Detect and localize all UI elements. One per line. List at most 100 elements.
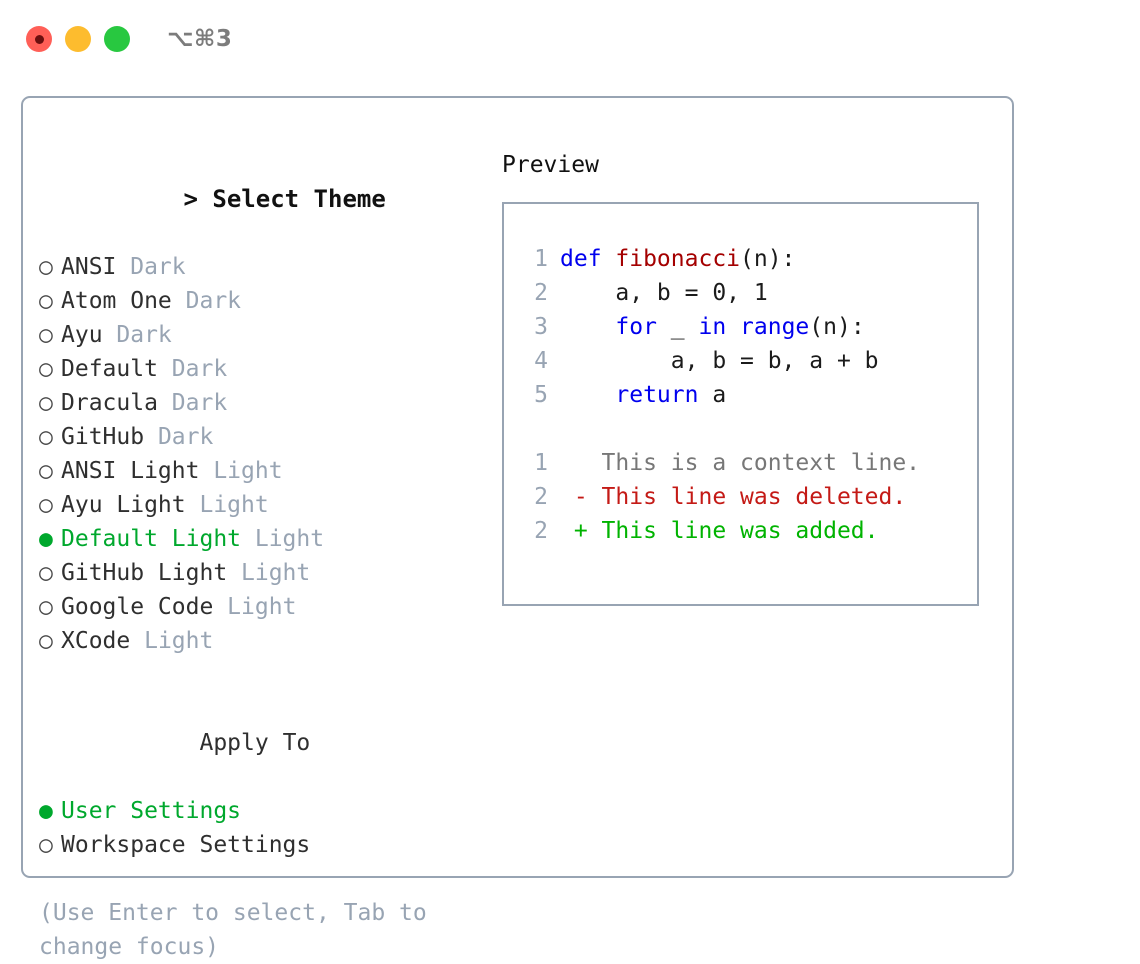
theme-name: Dracula (61, 390, 158, 416)
line-number: 5 (534, 382, 548, 408)
theme-name: Ayu (61, 322, 103, 348)
window-controls (26, 26, 130, 52)
apply-to-indent (177, 726, 199, 760)
theme-variant-tag: Dark (171, 288, 242, 314)
theme-list-item[interactable]: ○ Dracula Dark (39, 386, 499, 420)
theme-variant-tag: Dark (116, 254, 186, 280)
line-number: 2 (534, 484, 548, 510)
apply-to-option-label: Workspace Settings (61, 832, 311, 858)
close-button[interactable] (26, 26, 52, 52)
radio-unselected-icon: ○ (39, 492, 53, 518)
radio-unselected-icon: ○ (39, 628, 53, 654)
theme-name: GitHub Light (61, 560, 228, 586)
hint-spacer (39, 862, 499, 896)
code-token: (n): (740, 246, 796, 272)
code-line: 1 def fibonacci(n): (522, 242, 977, 276)
apply-to-label: Apply To (199, 730, 311, 756)
list-spacer (39, 658, 499, 692)
line-number: 3 (534, 314, 548, 340)
preview-gap (522, 412, 977, 446)
theme-variant-tag: Light (185, 492, 269, 518)
theme-list-item[interactable]: ○XCode Light (39, 624, 499, 658)
main-panel: > Select Theme ○ANSI Dark○Atom One Dark○… (21, 96, 1014, 960)
code-token: a, b = b, a + b (560, 348, 879, 374)
minimize-button[interactable] (65, 26, 91, 52)
theme-list-item[interactable]: ○GitHub Light Light (39, 556, 499, 590)
radio-unselected-icon: ○ (39, 594, 53, 620)
theme-name: Ayu Light (61, 492, 186, 518)
code-token: + This line was added. (560, 518, 879, 544)
code-token: (n): (809, 314, 865, 340)
theme-list-item[interactable]: ○Google Code Light (39, 590, 499, 624)
code-line: 3 for _ in range(n): (522, 310, 977, 344)
line-number: 1 (534, 246, 548, 272)
apply-to-list: ● User Settings ○Workspace Settings (39, 794, 499, 862)
code-line: 5 return a (522, 378, 977, 412)
code-token: for (615, 314, 657, 340)
code-token: return (615, 382, 699, 408)
theme-variant-tag: Light (199, 458, 283, 484)
line-number: 4 (534, 348, 548, 374)
code-token (560, 382, 615, 408)
apply-to-option-label: User Settings (61, 798, 242, 824)
hint-line-1: (Use Enter to select, Tab to (39, 900, 427, 926)
radio-unselected-icon: ○ (39, 288, 53, 314)
theme-list-item[interactable]: ○ Atom One Dark (39, 284, 499, 318)
code-token: a, b = 0, 1 (560, 280, 768, 306)
theme-picker-column: > Select Theme ○ANSI Dark○Atom One Dark○… (39, 148, 499, 964)
theme-name: GitHub (61, 424, 145, 450)
diff-line: 2 + This line was added. (522, 514, 977, 548)
code-token: fibonacci (615, 246, 741, 272)
preview-title: Preview (502, 152, 599, 178)
radio-unselected-icon: ○ (39, 424, 53, 450)
apply-to-option[interactable]: ● User Settings (39, 794, 499, 828)
line-number: 2 (534, 518, 548, 544)
theme-list-item[interactable]: ●Default Light Light (39, 522, 499, 556)
theme-list: ○ANSI Dark○Atom One Dark○Ayu Dark○Defaul… (39, 250, 499, 658)
code-token (560, 314, 615, 340)
code-token: _ (656, 314, 699, 340)
theme-variant-tag: Dark (102, 322, 172, 348)
header-title: Select Theme (212, 185, 386, 213)
radio-unselected-icon: ○ (39, 254, 53, 280)
code-line: 4 a, b = b, a + b (522, 344, 977, 378)
diff-line: 1 This is a context line. (522, 446, 977, 480)
theme-variant-tag: Light (213, 594, 297, 620)
code-token: - This line was deleted. (560, 484, 907, 510)
apply-to-title: Apply To (39, 692, 499, 794)
code-token: This is a context line. (560, 450, 921, 476)
radio-unselected-icon: ○ (39, 322, 53, 348)
radio-unselected-icon: ○ (39, 458, 53, 484)
diff-line: 2 - This line was deleted. (522, 480, 977, 514)
radio-selected-icon: ● (39, 798, 53, 824)
app-window: ⌥⌘3 > Select Theme ○ANSI Dark○Atom One D… (21, 26, 1014, 960)
apply-to-option[interactable]: ○Workspace Settings (39, 828, 499, 862)
radio-unselected-icon: ○ (39, 390, 53, 416)
preview-diff-block: 1 This is a context line.2 - This line w… (522, 446, 977, 548)
recording-indicator-icon (34, 34, 44, 44)
theme-name: Atom One (61, 288, 172, 314)
theme-list-item[interactable]: ○GitHub Dark (39, 420, 499, 454)
code-token: in (698, 314, 727, 340)
keyboard-shortcut-label: ⌥⌘3 (167, 26, 233, 52)
theme-variant-tag: Dark (157, 356, 228, 382)
theme-variant-tag: Dark (157, 390, 228, 416)
hint-line-2: change focus) (39, 934, 220, 960)
maximize-button[interactable] (104, 26, 130, 52)
theme-variant-tag: Light (227, 560, 311, 586)
theme-list-item[interactable]: ○ Ayu Light Light (39, 488, 499, 522)
theme-list-item[interactable]: ○Default Dark (39, 352, 499, 386)
theme-name: Default Light (61, 526, 242, 552)
theme-list-item[interactable]: ○ANSI Dark (39, 250, 499, 284)
code-token: a (698, 382, 727, 408)
radio-selected-icon: ● (39, 526, 53, 552)
line-number: 2 (534, 280, 548, 306)
code-token: range (740, 314, 810, 340)
theme-list-item[interactable]: ○ANSI Light Light (39, 454, 499, 488)
code-token: def (560, 246, 616, 272)
theme-list-item[interactable]: ○ Ayu Dark (39, 318, 499, 352)
line-number: 1 (534, 450, 548, 476)
